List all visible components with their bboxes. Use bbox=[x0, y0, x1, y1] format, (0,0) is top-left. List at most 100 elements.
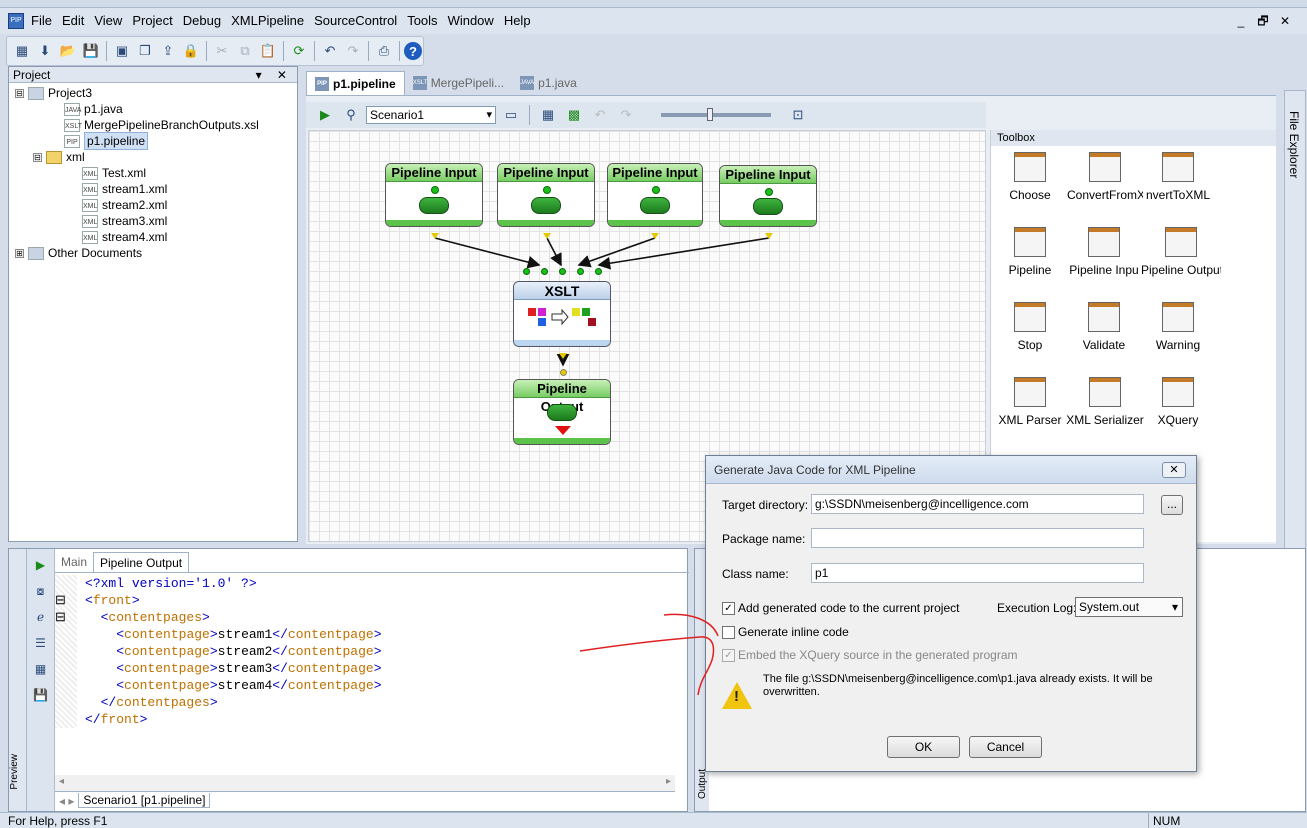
browser-icon[interactable]: ℯ bbox=[36, 610, 45, 624]
copy-icon[interactable]: ⧉ bbox=[240, 43, 250, 58]
scenario-select[interactable]: Scenario1 bbox=[366, 106, 496, 124]
run-icon[interactable]: ▶ bbox=[35, 558, 46, 572]
paste-icon[interactable]: 📋 bbox=[259, 43, 277, 58]
scroll-left-icon[interactable]: ◂ bbox=[59, 776, 65, 787]
dialog-close-button[interactable]: ✕ bbox=[1162, 462, 1186, 478]
fit-icon[interactable]: ⊡ bbox=[792, 107, 804, 122]
menu-tools[interactable]: Tools bbox=[407, 13, 438, 28]
close-icon[interactable]: ✕ bbox=[1279, 14, 1291, 28]
run-icon[interactable]: ▶ bbox=[320, 107, 330, 122]
pipeline-input-node[interactable]: Pipeline Input bbox=[385, 163, 483, 227]
xml-tree-icon[interactable]: ⧇ bbox=[36, 584, 45, 598]
save-output-icon[interactable]: 💾 bbox=[33, 688, 48, 702]
redo-icon[interactable]: ↷ bbox=[347, 43, 359, 58]
xml-icon[interactable]: ▦ bbox=[15, 43, 29, 58]
output-label[interactable]: Output bbox=[697, 769, 708, 800]
print-icon[interactable]: ⎙ bbox=[378, 43, 390, 58]
zoom-slider-thumb[interactable] bbox=[707, 108, 713, 121]
help-icon[interactable]: ? bbox=[404, 42, 422, 60]
debug-icon[interactable]: ⚲ bbox=[346, 107, 356, 122]
grid-view-icon[interactable]: ▦ bbox=[34, 662, 47, 676]
inline-code-checkbox[interactable] bbox=[722, 626, 735, 639]
scenario-settings-icon[interactable]: ▭ bbox=[504, 107, 518, 122]
preview-label[interactable]: Preview bbox=[9, 754, 20, 790]
lock-icon[interactable]: 🔒 bbox=[182, 43, 200, 58]
menu-edit[interactable]: Edit bbox=[61, 13, 85, 28]
menu-project[interactable]: Project bbox=[132, 13, 173, 28]
tree-item[interactable]: ⊟Project3 bbox=[9, 85, 297, 101]
tool-stop[interactable]: Stop bbox=[993, 302, 1067, 352]
menu-debug[interactable]: Debug bbox=[182, 13, 222, 28]
xml-output-view[interactable]: <?xml version='1.0' ?>⊟<front>⊟ <content… bbox=[55, 575, 673, 775]
tab-pipeline-output[interactable]: Pipeline Output bbox=[93, 552, 190, 572]
ok-button[interactable]: OK bbox=[887, 736, 960, 758]
tool-warning[interactable]: Warning bbox=[1141, 302, 1215, 352]
tab-scenario1[interactable]: Scenario1 [p1.pipeline] bbox=[78, 793, 211, 808]
restore-icon[interactable]: 🗗 bbox=[1257, 14, 1269, 28]
view-icon[interactable]: ▣ bbox=[115, 43, 129, 58]
class-name-input[interactable]: p1 bbox=[811, 563, 1144, 583]
pipeline-input-node[interactable]: Pipeline Input bbox=[607, 163, 703, 227]
menu-help[interactable]: Help bbox=[503, 13, 531, 28]
execution-log-select[interactable]: System.out▾ bbox=[1075, 597, 1183, 617]
undo-icon[interactable]: ↶ bbox=[594, 107, 606, 122]
undo-icon[interactable]: ↶ bbox=[324, 43, 336, 58]
pipeline-input-node[interactable]: Pipeline Input bbox=[497, 163, 595, 227]
collapse-icon[interactable]: ⊟ bbox=[15, 88, 24, 98]
pipeline-input-node[interactable]: Pipeline Input bbox=[719, 165, 817, 227]
zoom-slider[interactable] bbox=[661, 108, 771, 121]
tool-xml-serializer[interactable]: XML Serializer bbox=[1065, 377, 1145, 427]
tool-pipeline-output[interactable]: Pipeline Output bbox=[1141, 227, 1221, 277]
tool-pipeline-input[interactable]: Pipeline Inpu bbox=[1067, 227, 1141, 277]
package-name-input[interactable] bbox=[811, 528, 1144, 548]
tool-converttoxml[interactable]: nvertToXML bbox=[1141, 152, 1215, 202]
tool-xml-parser[interactable]: XML Parser bbox=[993, 377, 1067, 427]
download-icon[interactable]: ⬇ bbox=[39, 43, 51, 58]
target-directory-input[interactable]: g:\SSDN\meisenberg@incelligence.com bbox=[811, 494, 1144, 514]
tool-xquery[interactable]: XQuery bbox=[1141, 377, 1215, 427]
expand-icon[interactable]: ⊞ bbox=[15, 248, 24, 258]
save-icon[interactable]: 💾 bbox=[82, 43, 100, 58]
pipeline-output-node[interactable]: Pipeline Output bbox=[513, 379, 611, 445]
fold-icon[interactable]: ⊟ bbox=[55, 609, 77, 626]
menu-view[interactable]: View bbox=[94, 13, 123, 28]
browse-button[interactable]: ... bbox=[1161, 495, 1183, 515]
menu-file[interactable]: File bbox=[31, 13, 52, 28]
menu-window[interactable]: Window bbox=[447, 13, 494, 28]
tool-choose[interactable]: Choose bbox=[993, 152, 1067, 202]
tab-nav-icon[interactable]: ◂ ▸ bbox=[59, 793, 75, 808]
export-icon[interactable]: ⇪ bbox=[162, 43, 174, 58]
menu-sourcecontrol[interactable]: SourceControl bbox=[314, 13, 398, 28]
fold-icon[interactable]: ⊟ bbox=[55, 592, 77, 609]
snap-icon[interactable]: ▩ bbox=[567, 107, 581, 122]
file-explorer-sidebar[interactable]: File Explorer bbox=[1284, 90, 1306, 550]
add-code-checkbox[interactable]: ✓ bbox=[722, 602, 735, 615]
cancel-button[interactable]: Cancel bbox=[969, 736, 1042, 758]
scroll-right-icon[interactable]: ▸ bbox=[665, 776, 671, 787]
open-icon[interactable]: 📂 bbox=[59, 43, 77, 58]
tree-item[interactable]: ⊟xml bbox=[9, 149, 297, 165]
embed-xquery-checkbox[interactable]: ✓ bbox=[722, 649, 735, 662]
refresh-icon[interactable]: ⟳ bbox=[293, 43, 305, 58]
project-panel-controls[interactable]: ▾ ✕ bbox=[255, 68, 293, 82]
horizontal-scrollbar[interactable]: ◂▸ bbox=[55, 775, 675, 791]
tool-pipeline[interactable]: Pipeline bbox=[993, 227, 1067, 277]
tool-convertfromxml[interactable]: ConvertFromXML bbox=[1067, 152, 1143, 202]
menu-xmlpipeline[interactable]: XMLPipeline bbox=[231, 13, 305, 28]
tree-item[interactable]: ⊞Other Documents bbox=[9, 245, 297, 261]
minimize-icon[interactable]: _ bbox=[1237, 14, 1245, 28]
tool-validate[interactable]: Validate bbox=[1067, 302, 1141, 352]
tab-main[interactable]: Main bbox=[61, 555, 88, 569]
copy-doc-icon[interactable]: ❐ bbox=[139, 43, 151, 58]
